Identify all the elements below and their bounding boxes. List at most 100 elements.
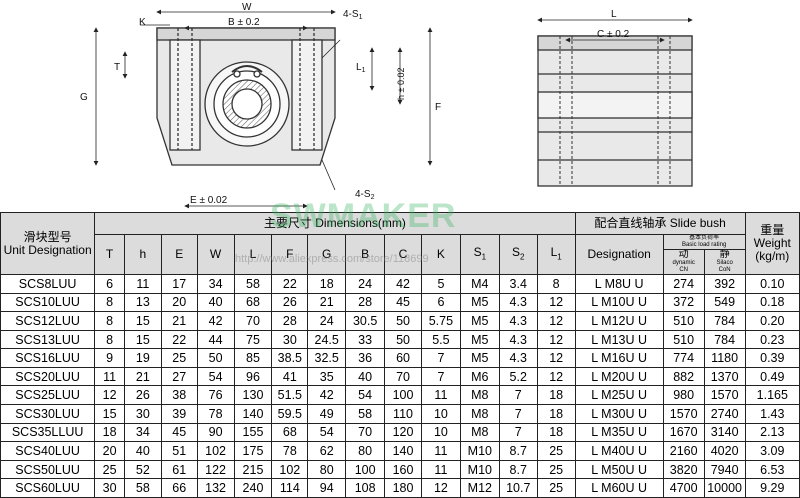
side-dimension-labels: L C ± 0.2: [597, 9, 630, 40]
label-S1: 4-S: [343, 9, 359, 20]
cell-sta: 1570: [703, 385, 746, 406]
cell-sta: 784: [703, 329, 746, 350]
cell-weight: 6.53: [744, 459, 800, 480]
cell-s2: 8.7: [498, 441, 538, 461]
header-dynamic: 动 dynamic CN: [662, 249, 705, 275]
header-col-G: G: [307, 234, 347, 275]
cell-g: 54: [307, 422, 347, 443]
cell-f: 114: [271, 478, 309, 498]
cell-s1: M4: [459, 274, 500, 294]
cell-w: 40: [196, 292, 235, 313]
cell-e: 20: [160, 292, 198, 313]
cell-c: 120: [384, 422, 422, 443]
cell-l1: 8: [536, 274, 576, 294]
header-col-T: T: [94, 234, 125, 275]
cell-bush: L M16U U: [574, 348, 664, 368]
header-load-cn: 基本负荷率: [689, 235, 720, 242]
cell-s2: 5.2: [498, 366, 538, 387]
cell-f: 41: [271, 366, 309, 387]
cell-dyn: 882: [662, 366, 705, 387]
header-unit-designation: 滑块型号 Unit Designation: [0, 212, 96, 275]
cell-k: 11: [420, 385, 461, 406]
header-static-sym: CoN: [718, 267, 731, 273]
header-col-S1: S1: [459, 234, 500, 275]
label-E: E ± 0.02: [190, 195, 228, 206]
label-L: L: [611, 9, 617, 20]
header-col-L1: L1: [536, 234, 576, 275]
header-static-en: Silaco: [716, 260, 733, 266]
spec-table: 滑块型号 Unit Designation 主要尺寸 Dimensions(mm…: [0, 212, 800, 498]
header-col-K: K: [420, 234, 461, 275]
cell-f: 68: [271, 422, 309, 443]
label-S2-sub: 2: [371, 194, 375, 201]
header-col-W: W: [196, 234, 235, 275]
cell-w: 78: [196, 404, 235, 424]
cell-weight: 3.09: [744, 441, 800, 461]
header-col-h: h: [123, 234, 162, 275]
cell-sta: 4020: [703, 441, 746, 461]
cell-c: 180: [384, 478, 422, 498]
cell-f: 59.5: [271, 404, 309, 424]
cell-dyn: 2160: [662, 441, 705, 461]
cell-l1: 25: [536, 478, 576, 498]
cell-c: 50: [384, 329, 422, 350]
cell-sta: 1180: [703, 348, 746, 368]
cell-dyn: 3820: [662, 459, 705, 480]
label-K: K: [139, 17, 146, 28]
cell-l1: 12: [536, 366, 576, 387]
cell-weight: 0.39: [744, 348, 800, 368]
cell-w: 90: [196, 422, 235, 443]
cell-g: 35: [307, 366, 347, 387]
cell-s1: M5: [459, 292, 500, 313]
cell-t: 18: [94, 422, 125, 443]
cell-weight: 2.13: [744, 422, 800, 443]
cell-bush: L M35U U: [574, 422, 664, 443]
cell-h: 40: [123, 441, 162, 461]
cell-s2: 4.3: [498, 311, 538, 331]
cell-b: 58: [345, 404, 386, 424]
cell-l: 70: [233, 311, 273, 331]
cell-l: 140: [233, 404, 273, 424]
cell-c: 160: [384, 459, 422, 480]
cell-bush: L M20U U: [574, 366, 664, 387]
cell-k: 10: [420, 422, 461, 443]
cell-g: 18: [307, 274, 347, 294]
cell-t: 8: [94, 292, 125, 313]
cell-b: 100: [345, 459, 386, 480]
header-dynamic-cn: 动: [678, 249, 689, 260]
cell-f: 22: [271, 274, 309, 294]
cell-sta: 2740: [703, 404, 746, 424]
cell-s2: 4.3: [498, 329, 538, 350]
header-col-L: L: [233, 234, 273, 275]
cell-b: 108: [345, 478, 386, 498]
label-G: G: [80, 92, 88, 103]
cell-l1: 12: [536, 329, 576, 350]
cell-dyn: 510: [662, 311, 705, 331]
label-B: B ± 0.2: [228, 17, 260, 28]
cell-weight: 1.43: [744, 404, 800, 424]
cell-l1: 25: [536, 459, 576, 480]
cell-dyn: 1570: [662, 404, 705, 424]
cell-e: 17: [160, 274, 198, 294]
header-bush-designation: Designation: [574, 234, 664, 275]
cell-l: 75: [233, 329, 273, 350]
cell-t: 11: [94, 366, 125, 387]
cell-s2: 4.3: [498, 292, 538, 313]
cell-b: 30.5: [345, 311, 386, 331]
cell-t: 12: [94, 385, 125, 406]
cell-h: 13: [123, 292, 162, 313]
cell-s2: 7: [498, 422, 538, 443]
cell-model: SCS40LUU: [0, 441, 96, 461]
cell-g: 80: [307, 459, 347, 480]
cell-l: 130: [233, 385, 273, 406]
cell-l: 58: [233, 274, 273, 294]
cell-t: 6: [94, 274, 125, 294]
cell-e: 21: [160, 311, 198, 331]
cell-w: 76: [196, 385, 235, 406]
cell-sta: 7940: [703, 459, 746, 480]
cell-s2: 3.4: [498, 274, 538, 294]
